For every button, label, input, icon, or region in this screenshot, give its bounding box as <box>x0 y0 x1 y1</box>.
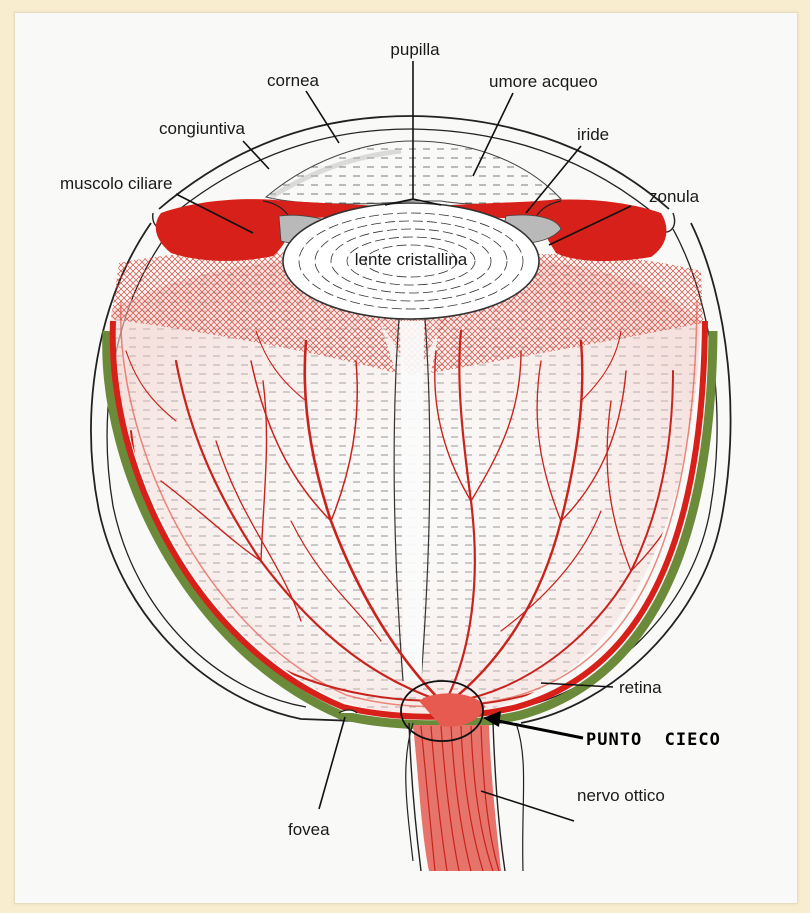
label-iride: iride <box>577 125 609 144</box>
label-pupilla: pupilla <box>390 40 440 59</box>
label-retina: retina <box>619 678 662 697</box>
label-punto-cieco: PUNTO CIECO <box>586 730 721 750</box>
eye-diagram: pupilla cornea umore acqueo congiuntiva … <box>15 13 797 903</box>
label-congiuntiva: congiuntiva <box>159 119 246 138</box>
diagram-frame: pupilla cornea umore acqueo congiuntiva … <box>14 12 798 904</box>
label-umore-acqueo: umore acqueo <box>489 72 598 91</box>
label-lente-cristallina: lente cristallina <box>355 250 468 269</box>
label-fovea: fovea <box>288 820 330 839</box>
label-muscolo-ciliare: muscolo ciliare <box>60 174 172 193</box>
label-cornea: cornea <box>267 71 320 90</box>
label-nervo-ottico: nervo ottico <box>577 786 665 805</box>
label-zonula: zonula <box>649 187 700 206</box>
